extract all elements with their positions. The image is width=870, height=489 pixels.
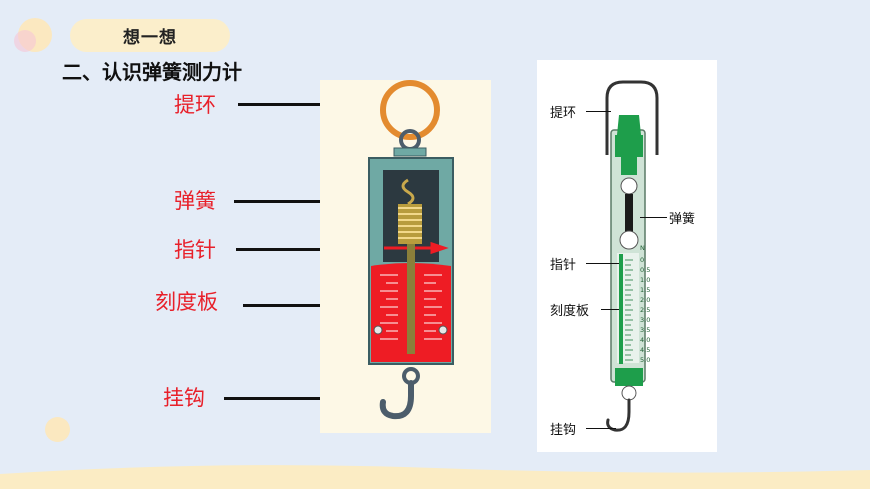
left-leader-spring xyxy=(234,200,400,203)
scale-ticks-left xyxy=(380,274,398,340)
scale-tick-label: 5.0 xyxy=(640,356,650,364)
top-bracket xyxy=(393,147,427,157)
left-leader-hook xyxy=(224,397,384,400)
left-leader-pointer xyxy=(236,248,402,251)
scale-tick-label: 0.5 xyxy=(640,266,650,274)
spring-coil xyxy=(398,204,422,244)
scale-tick-label: 2.5 xyxy=(640,306,650,314)
bottom-collar xyxy=(615,368,643,386)
left-label-spring: 弹簧 xyxy=(174,189,216,213)
left-label-hook: 挂钩 xyxy=(163,386,205,410)
left-figure-panel xyxy=(320,80,491,433)
right-label-scale: 刻度板 xyxy=(550,304,590,319)
left-label-scale: 刻度板 xyxy=(155,290,218,314)
spring-scale-illustration-green: N 0 0.5 1.0 1.5 2.0 2.5 3.0 3.5 4.0 4.5 … xyxy=(605,80,659,432)
section-pill: 想一想 xyxy=(70,19,230,52)
bottom-bead xyxy=(621,385,637,401)
section-subtitle: 二、认识弹簧测力计 xyxy=(62,60,242,84)
right-leader-spring xyxy=(640,217,667,218)
pull-ring xyxy=(380,80,440,140)
upper-bead xyxy=(620,177,638,195)
scale-tick-label: 1.0 xyxy=(640,276,650,284)
left-label-pointer: 指针 xyxy=(174,238,216,262)
spring-scale-illustration-red xyxy=(368,80,454,420)
pointer-mark xyxy=(384,241,449,255)
scale-tick-labels: N 0 0.5 1.0 1.5 2.0 2.5 3.0 3.5 4.0 4.5 … xyxy=(640,244,650,364)
scale-tick-label: 2.0 xyxy=(640,296,650,304)
hanging-hook-green xyxy=(606,398,631,432)
top-bail xyxy=(605,80,659,155)
right-label-spring: 弹簧 xyxy=(669,212,696,227)
spring-element xyxy=(625,194,633,232)
bottom-wave-decoration xyxy=(0,465,870,489)
lower-bead xyxy=(619,230,639,250)
scale-tick-label: 4.5 xyxy=(640,346,650,354)
deco-circle-bottom-left xyxy=(45,417,70,442)
left-label-ring: 提环 xyxy=(174,93,216,117)
scale-tick-label: 4.0 xyxy=(640,336,650,344)
right-label-hook: 挂钩 xyxy=(550,423,577,438)
green-cap xyxy=(617,115,641,135)
screw-left xyxy=(373,325,383,335)
scale-tick-label: 0 xyxy=(640,256,644,264)
scale-unit-label: N xyxy=(640,244,645,252)
right-leader-pointer xyxy=(586,263,619,264)
center-rod xyxy=(407,244,415,354)
scale-tick-label: 3.0 xyxy=(640,316,650,324)
scale-tick-label: 1.5 xyxy=(640,286,650,294)
screw-right xyxy=(438,325,448,335)
right-leader-ring xyxy=(586,111,611,112)
left-leader-ring xyxy=(238,103,381,106)
left-leader-scale xyxy=(243,304,378,307)
right-figure-panel: N 0 0.5 1.0 1.5 2.0 2.5 3.0 3.5 4.0 4.5 … xyxy=(537,60,717,452)
scale-minor-ticks xyxy=(625,259,633,361)
green-neck xyxy=(621,157,637,175)
scale-ticks-right xyxy=(424,274,442,340)
right-label-pointer: 指针 xyxy=(550,258,577,273)
green-collar xyxy=(615,135,643,157)
hanging-hook xyxy=(379,380,414,420)
right-leader-hook xyxy=(586,428,616,429)
right-leader-scale xyxy=(601,309,619,310)
scale-tick-label: 3.5 xyxy=(640,326,650,334)
top-hook xyxy=(401,178,415,206)
right-label-ring: 提环 xyxy=(550,106,577,121)
scale-green-bar xyxy=(619,254,623,364)
deco-circle-top-left-inner xyxy=(14,30,36,52)
